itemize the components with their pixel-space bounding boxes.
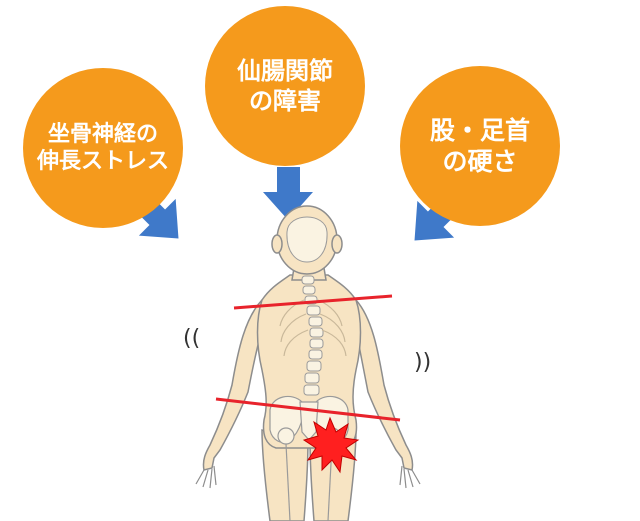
skull-detail [286,216,328,263]
bubble-right-line2: の硬さ [442,147,518,176]
bubble-sciatic-stress: 坐骨神経の 伸長ストレス [23,68,183,228]
motion-mark-right: )) [414,350,432,375]
motion-mark-left: (( [183,326,201,351]
bubble-right-line1: 股・足首 [429,115,530,145]
bubble-left-line2: 伸長ストレス [36,149,169,174]
bubble-center-line2: の障害 [249,87,321,115]
arrow-center [263,167,313,220]
hands [195,465,421,489]
bubble-left-line1: 坐骨神経の [47,121,158,147]
bubble-center-line1: 仙腸関節 [237,57,333,85]
pain-burst-icon [302,416,360,474]
spine [301,275,324,396]
shoulder-tilt-line [233,294,393,310]
bubble-hip-ankle-stiffness: 股・足首 の硬さ [400,66,560,226]
bubble-sacroiliac-disorder: 仙腸関節 の障害 [205,6,365,166]
pelvis-bones [269,395,349,521]
pelvis-tilt-line [215,397,401,422]
